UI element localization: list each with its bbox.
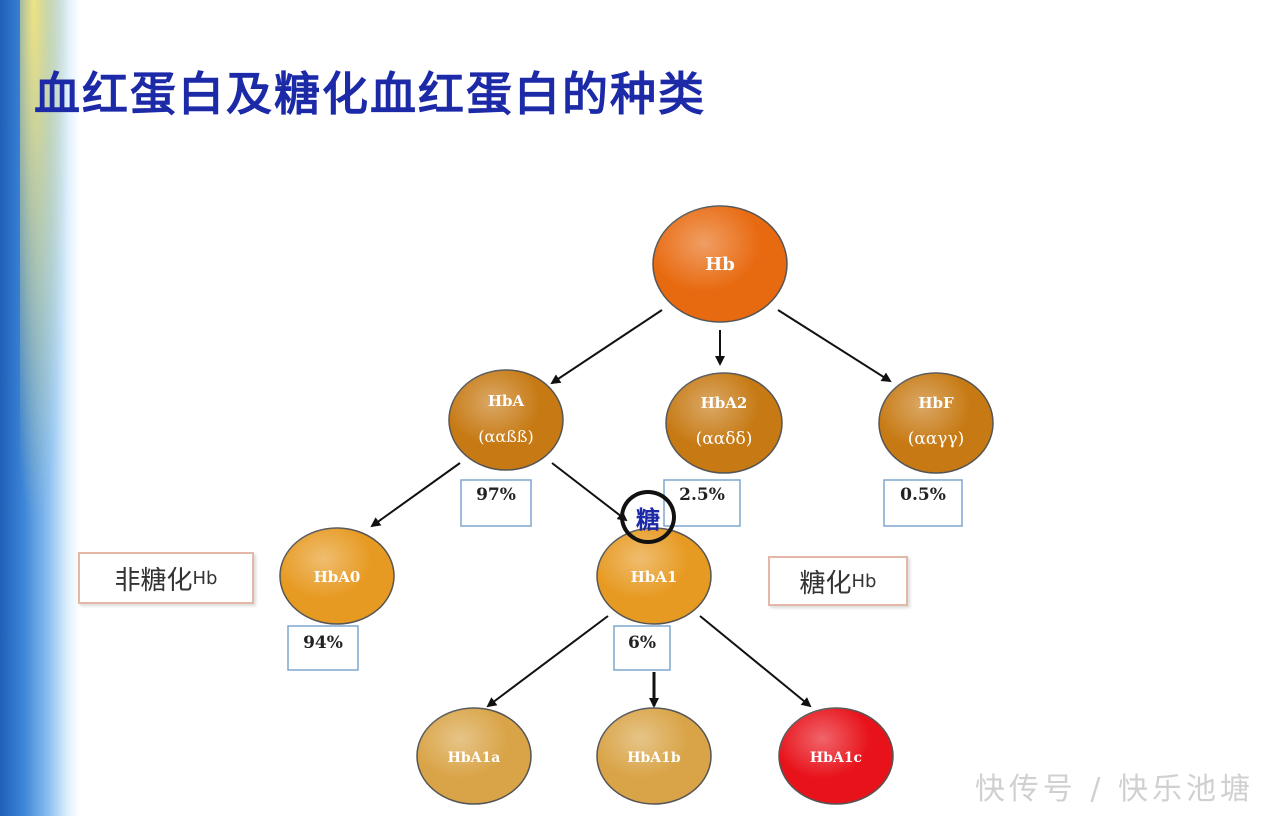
glycated-hb-label: 糖化 Hb: [768, 556, 908, 606]
node-hba-label: HbA: [488, 392, 525, 410]
node-hba: HbA (ααßß): [448, 369, 564, 471]
node-hba2: HbA2 (ααδδ): [665, 372, 783, 474]
percent-hba1-text: 6%: [628, 633, 656, 653]
percent-hba-text: 97%: [476, 485, 516, 505]
arrow-hba-to-hba1: [551, 462, 628, 522]
percent-hba1: 6%: [613, 625, 671, 671]
non-glycated-hb-label: 非糖化 Hb: [78, 552, 254, 604]
node-hba0-label: HbA0: [314, 568, 361, 586]
node-hba0: HbA0: [279, 527, 395, 625]
node-hba1-label: HbA1: [631, 568, 678, 586]
arrow-hb-to-hba: [550, 309, 663, 385]
node-hba1c-label: HbA1c: [810, 750, 862, 766]
decorative-band-sheen: [20, 0, 90, 816]
arrow-hba1-to-hba1a: [486, 615, 609, 708]
percent-hbf-text: 0.5%: [900, 485, 946, 505]
node-hba1a: HbA1a: [416, 707, 532, 805]
page-title: 血红蛋白及糖化血红蛋白的种类: [34, 67, 706, 121]
node-hba1c: HbA1c: [778, 707, 894, 805]
non-glycated-main-text: 非糖化: [114, 565, 193, 596]
node-hbf: HbF (ααγγ): [878, 372, 994, 474]
percent-hba: 97%: [460, 479, 532, 527]
connectors: [370, 309, 892, 708]
node-hba1b: HbA1b: [596, 707, 712, 805]
node-hba1b-label: HbA1b: [627, 750, 681, 766]
glycated-suffix-text: Hb: [851, 570, 877, 592]
glycation-marker-circle: 糖: [620, 490, 676, 544]
node-hb: Hb: [652, 205, 788, 323]
percent-hba0-text: 94%: [303, 633, 343, 653]
node-hba1a-label: HbA1a: [448, 750, 501, 766]
watermark: 快传号 / 快乐池塘: [974, 772, 1254, 807]
glycated-main-text: 糖化: [799, 568, 852, 599]
non-glycated-suffix-text: Hb: [192, 567, 218, 589]
node-hbf-sub: (ααγγ): [908, 429, 965, 449]
percent-hba2-text: 2.5%: [679, 485, 725, 505]
node-hba-sub: (ααßß): [478, 427, 533, 446]
glycation-marker-text: 糖: [636, 505, 660, 534]
arrow-hba1-to-hba1c: [699, 615, 812, 708]
arrow-hb-to-hbf: [777, 309, 892, 383]
node-hb-label: Hb: [705, 254, 735, 275]
percent-hba2: 2.5%: [663, 479, 741, 527]
percent-hbf: 0.5%: [883, 479, 963, 527]
node-hba2-label: HbA2: [701, 394, 748, 412]
node-hbf-label: HbF: [918, 394, 954, 412]
arrow-hba-to-hba0: [370, 462, 461, 528]
node-hba2-sub: (ααδδ): [696, 429, 753, 449]
percent-hba0: 94%: [287, 625, 359, 671]
